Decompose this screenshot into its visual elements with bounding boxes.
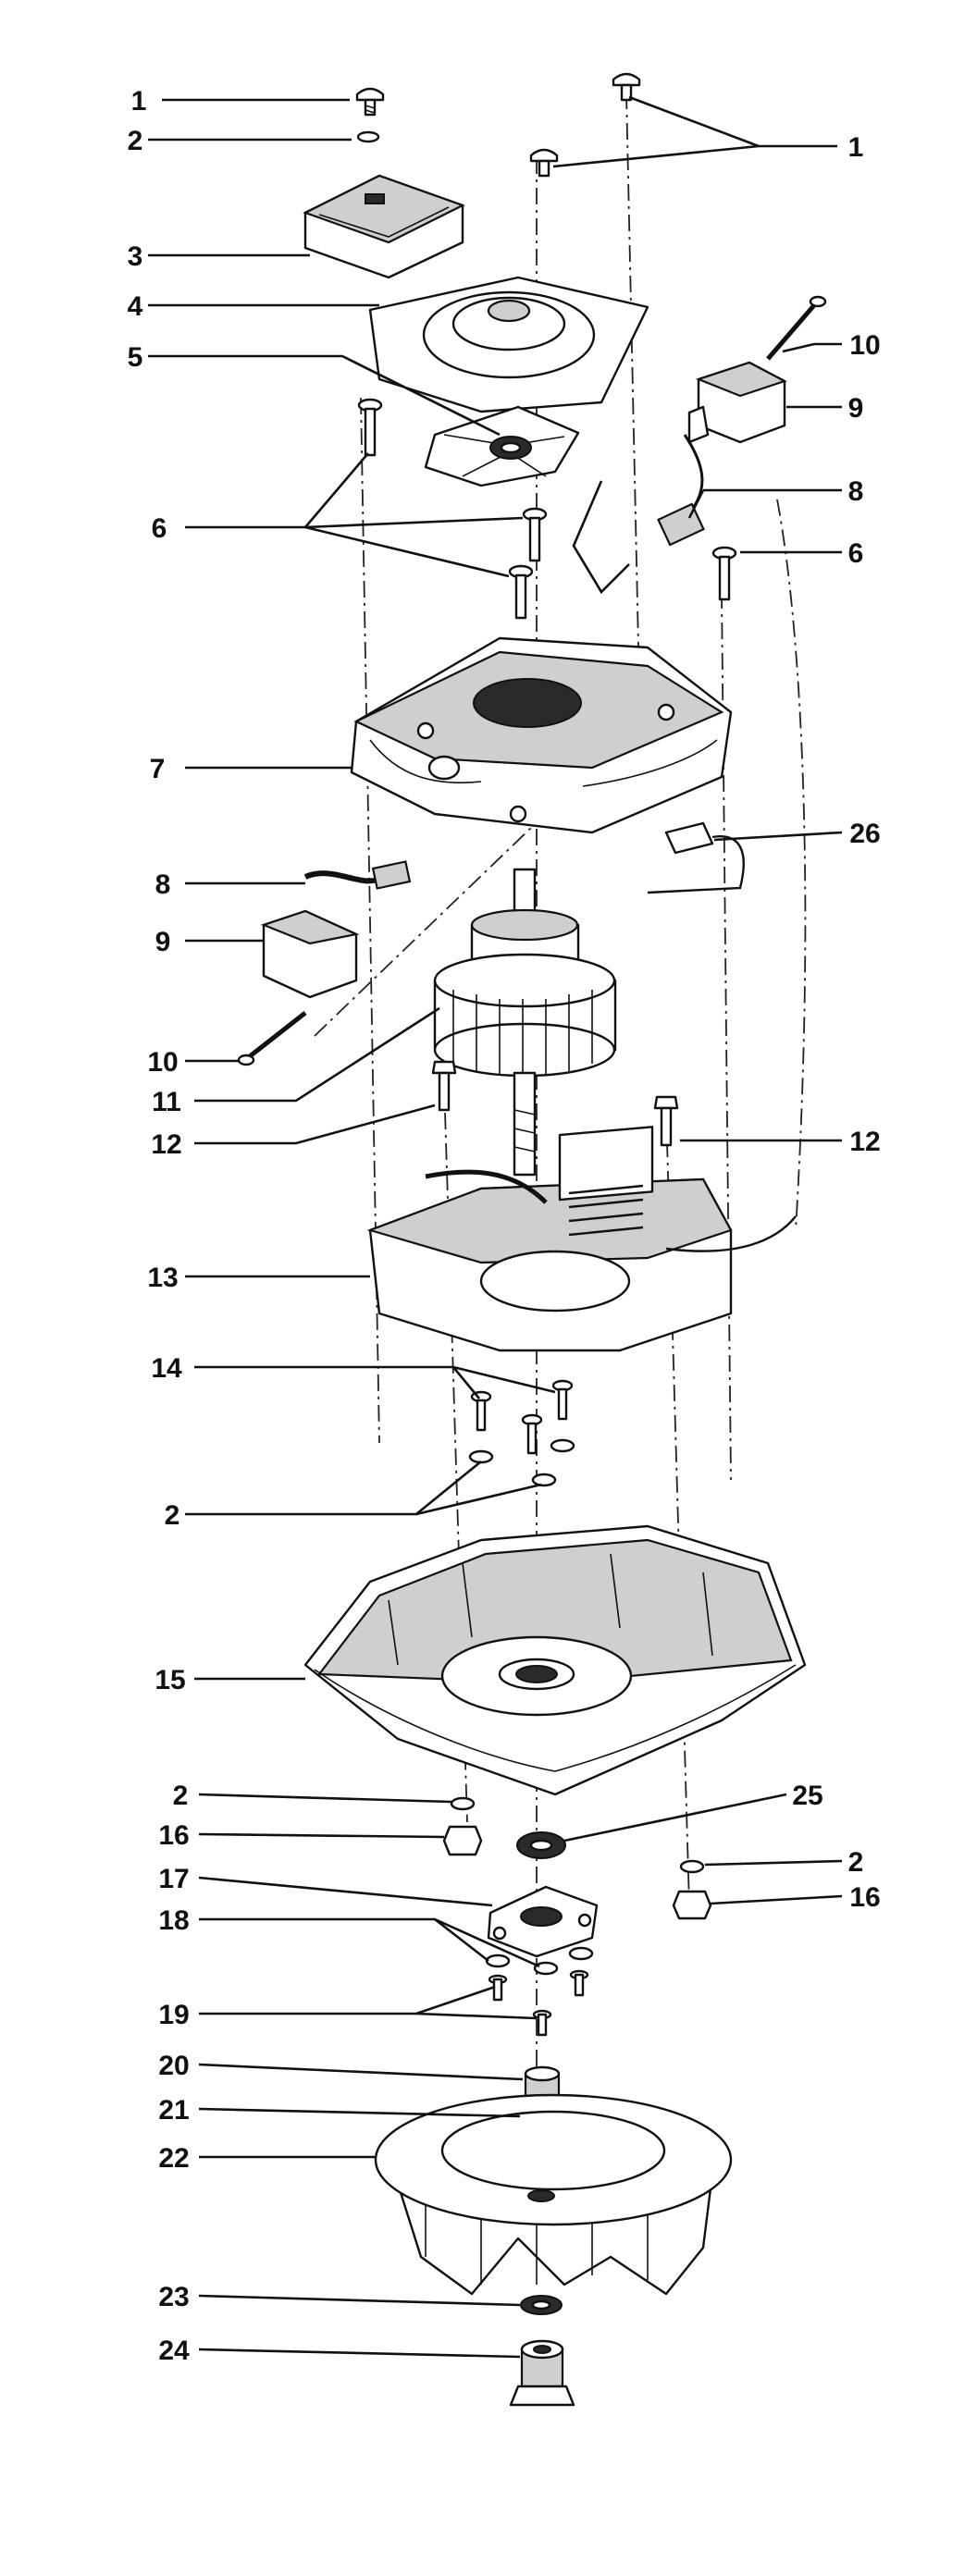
leader-lines [148, 95, 843, 2359]
callout-6-left: 6 [152, 513, 167, 544]
callout-20: 20 [158, 2051, 189, 2081]
part-5-fan [424, 405, 580, 487]
part-16-nut-right [672, 1890, 712, 1920]
callout-24: 24 [158, 2336, 190, 2366]
callout-16-left: 16 [158, 1820, 189, 1851]
callout-11: 11 [152, 1087, 181, 1117]
part-15-base-housing [303, 1524, 807, 1796]
callout-19: 19 [158, 2000, 189, 2030]
part-25-bearing [516, 1831, 566, 1859]
part-9-brush-holder-bottom [260, 909, 360, 999]
part-18-washers [485, 1946, 594, 1976]
callout-12-right: 12 [849, 1127, 880, 1157]
callout-2-lower-right: 2 [848, 1847, 864, 1878]
part-9-brush-holder-top [687, 361, 787, 444]
callout-14: 14 [151, 1353, 182, 1384]
callout-13: 13 [147, 1263, 178, 1293]
callout-1-top-left: 1 [131, 86, 147, 117]
callout-9-bottom: 9 [155, 927, 171, 957]
callout-2-upper: 2 [165, 1500, 180, 1531]
part-19-screws [488, 1969, 589, 2037]
part-24-nut [509, 2339, 575, 2407]
callout-16-right: 16 [849, 1882, 880, 1913]
callout-23: 23 [158, 2282, 189, 2312]
callout-7: 7 [150, 754, 166, 784]
callout-26: 26 [849, 819, 880, 849]
part-10-screw-top [766, 295, 827, 361]
part-1-screws [355, 72, 641, 178]
callout-15: 15 [155, 1665, 185, 1695]
part-17-retainer-plate [487, 1885, 599, 1958]
part-3-switch-bracket [303, 174, 465, 279]
part-12-screws [431, 1060, 679, 1147]
part-2-washer-left [450, 1796, 476, 1811]
part-8-brush-bottom [303, 860, 412, 890]
callout-labels: 1 1 2 3 4 5 10 9 8 6 6 7 26 8 9 10 11 12… [128, 86, 881, 2366]
callout-22: 22 [158, 2143, 189, 2174]
part-22-impeller [374, 2093, 733, 2296]
part-16-nut-left [442, 1825, 483, 1856]
part-7-motor-housing [350, 636, 733, 834]
callout-6-right: 6 [848, 538, 864, 569]
part-6-screws [357, 398, 737, 620]
part-23-washer [520, 2295, 563, 2315]
callout-21: 21 [158, 2095, 189, 2126]
callout-17: 17 [158, 1864, 189, 1894]
callout-2-lower-left: 2 [173, 1781, 189, 1811]
callout-4: 4 [128, 291, 143, 322]
part-13-field-coil [366, 1126, 797, 1352]
callout-12-left: 12 [151, 1129, 181, 1160]
callout-18: 18 [158, 1905, 189, 1936]
callout-3: 3 [128, 241, 143, 272]
callout-1-top-right: 1 [848, 132, 864, 163]
callout-25: 25 [792, 1781, 822, 1811]
part-10-screw-bottom [237, 1011, 307, 1066]
callout-10-bottom: 10 [147, 1047, 178, 1078]
callout-10-top: 10 [849, 330, 880, 361]
part-2-washer-right [679, 1859, 705, 1874]
callout-8-bottom: 8 [155, 869, 171, 900]
part-4-motor-plate [368, 276, 649, 413]
callout-5: 5 [128, 342, 143, 373]
part-26-connector [647, 821, 745, 894]
callout-2-top: 2 [128, 126, 143, 156]
part-2-washers-upper [468, 1438, 575, 1487]
callout-8-top: 8 [848, 476, 864, 507]
part-8-brush-top [572, 434, 705, 595]
part-11-armature [433, 868, 617, 1177]
callout-9-top: 9 [848, 393, 864, 424]
